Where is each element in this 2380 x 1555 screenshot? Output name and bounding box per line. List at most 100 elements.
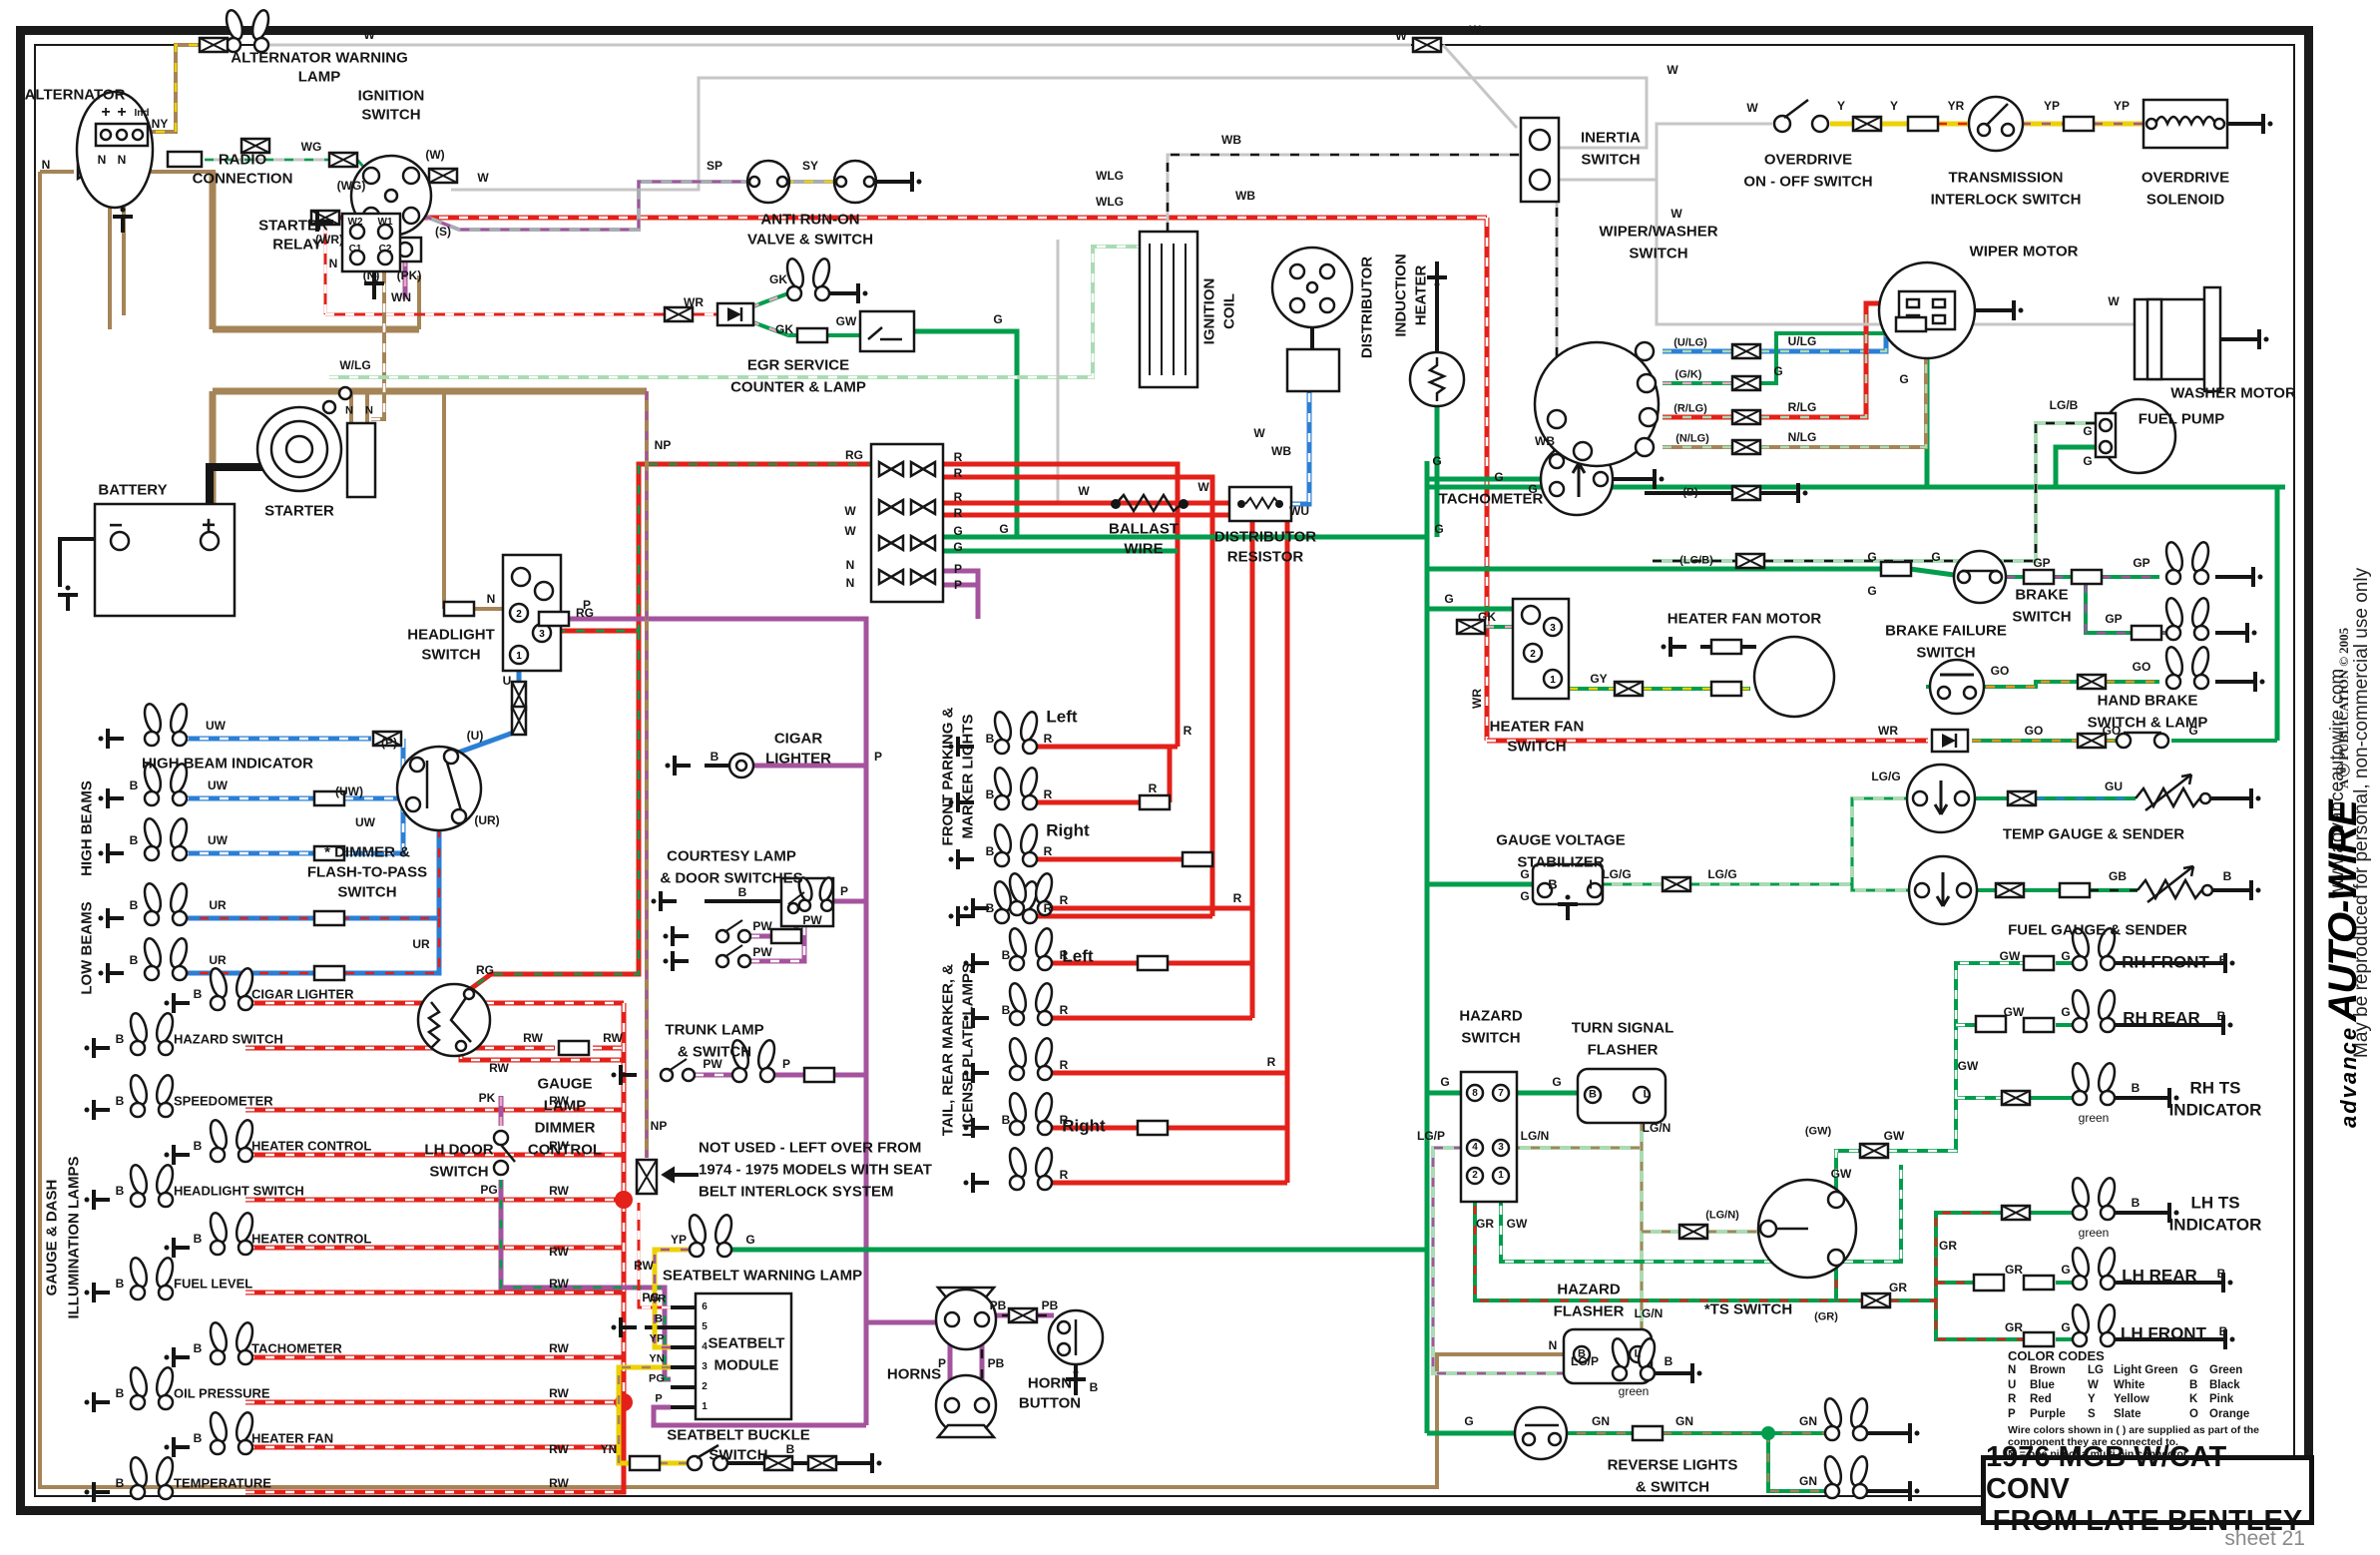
seatbelt-warning-lamp bbox=[685, 1212, 736, 1259]
svg-text:2: 2 bbox=[1530, 649, 1536, 660]
inertia-switch[interactable] bbox=[1411, 36, 1559, 202]
color-code: W bbox=[2088, 1378, 2099, 1391]
svg-text:3: 3 bbox=[539, 629, 545, 640]
color-code: B bbox=[2189, 1378, 2198, 1391]
title-block: 1976 MGB W/CAT CONV FROM LATE BENTLEY bbox=[1981, 1441, 2314, 1537]
color-name: Slate bbox=[2114, 1407, 2142, 1420]
lh-door-switch[interactable] bbox=[494, 1131, 515, 1175]
svg-text:2: 2 bbox=[516, 609, 522, 620]
color-code: S bbox=[2088, 1407, 2096, 1420]
color-name: Blue bbox=[2030, 1378, 2055, 1391]
seatbelt-module bbox=[609, 1294, 792, 1419]
hazard-switch[interactable] bbox=[1461, 1072, 1517, 1202]
wiring-layer bbox=[40, 45, 2285, 1492]
starter-motor bbox=[257, 387, 375, 497]
svg-text:3: 3 bbox=[1550, 623, 1556, 634]
horns bbox=[936, 1288, 996, 1437]
ts-green-lamp bbox=[1608, 1335, 1704, 1385]
color-codes-note: component they are connected to. bbox=[2008, 1436, 2178, 1449]
color-code: U bbox=[2008, 1378, 2017, 1391]
not-used-connector bbox=[637, 1160, 657, 1194]
alternator-symbol bbox=[77, 92, 153, 235]
cigar-lighter-socket[interactable] bbox=[663, 754, 754, 778]
distributor-resistor bbox=[1229, 487, 1291, 521]
heater-fan-switch[interactable]: 3 2 1 bbox=[1455, 599, 1743, 699]
ignition-coil bbox=[1140, 232, 1197, 387]
radio-connection-plug[interactable] bbox=[168, 137, 271, 167]
color-name: Black bbox=[2209, 1378, 2240, 1391]
color-codes-title: COLOR CODES bbox=[2008, 1348, 2105, 1363]
gauge-lamp-dimmer-control[interactable] bbox=[418, 984, 490, 1056]
color-name: Light Green bbox=[2114, 1364, 2178, 1376]
sheet-number: sheet 21 bbox=[2224, 1527, 2305, 1550]
dimmer-flash-to-pass-switch[interactable] bbox=[397, 610, 571, 830]
components-layer: 2 3 1 bbox=[56, 7, 2275, 1504]
seatbelt-buckle-switch bbox=[628, 1445, 884, 1475]
diagram-frame-outer bbox=[16, 26, 2313, 1515]
alternator-warning-lamp bbox=[198, 7, 273, 54]
fuel-gauge bbox=[1909, 856, 2263, 924]
color-name: Yellow bbox=[2114, 1393, 2149, 1405]
courtesy-lamp-door-switches bbox=[649, 874, 836, 973]
brake-switch bbox=[1879, 539, 2265, 645]
color-code: G bbox=[2189, 1364, 2198, 1376]
brake-failure-switch bbox=[1930, 660, 1984, 714]
heater-fan-motor bbox=[1659, 635, 1835, 717]
gauge-voltage-stabilizer bbox=[1533, 864, 1692, 922]
color-code: O bbox=[2189, 1407, 2198, 1420]
color-name: Orange bbox=[2209, 1407, 2250, 1420]
color-code: P bbox=[2008, 1407, 2016, 1420]
trunk-lamp-switch bbox=[609, 1037, 836, 1087]
color-name: Pink bbox=[2209, 1393, 2234, 1405]
rh-lh-lamps bbox=[1974, 925, 2237, 1351]
induction-heater bbox=[1410, 259, 1464, 406]
fuel-pump bbox=[1894, 287, 2271, 391]
color-code: Y bbox=[2088, 1393, 2096, 1405]
auto-wire-logo: advance AUTO-WIRE bbox=[2321, 800, 2366, 1128]
color-code: K bbox=[2189, 1393, 2198, 1405]
starter-relay bbox=[305, 210, 401, 271]
high-beam-lamps bbox=[96, 761, 346, 865]
reverse-lights-switch bbox=[1515, 1395, 1922, 1503]
color-code: LG bbox=[2088, 1364, 2104, 1376]
color-code: R bbox=[2008, 1393, 2017, 1405]
color-name: Red bbox=[2030, 1393, 2052, 1405]
turn-signal-flasher bbox=[1578, 1069, 1666, 1123]
wiper-motor bbox=[1879, 262, 2026, 358]
temp-gauge bbox=[1907, 765, 2263, 832]
logo-autowire-text: AUTO-WIRE bbox=[2321, 800, 2365, 1022]
egr-service-counter-lamp bbox=[663, 256, 914, 351]
title-line2: FROM LATE BENTLEY bbox=[1992, 1504, 2303, 1537]
high-beam-indicator-lamp bbox=[96, 701, 403, 751]
color-code: N bbox=[2008, 1364, 2017, 1376]
hazard-flasher bbox=[1564, 1329, 1652, 1383]
color-name: Brown bbox=[2030, 1364, 2066, 1376]
overdrive-on-off-switch[interactable] bbox=[1774, 100, 1940, 132]
overdrive-solenoid bbox=[2143, 100, 2275, 148]
battery bbox=[56, 504, 235, 616]
svg-text:1: 1 bbox=[516, 651, 522, 662]
color-name: White bbox=[2114, 1378, 2145, 1391]
front-parking-marker-lights bbox=[946, 709, 1214, 928]
ts-switch[interactable] bbox=[1677, 1142, 1892, 1309]
washer-motor bbox=[2096, 399, 2175, 473]
side-publication: A ⓐ PUBLICATION © 2005 bbox=[2336, 627, 2351, 788]
horn-button[interactable] bbox=[1007, 1306, 1103, 1397]
main-harness-connector bbox=[871, 444, 943, 602]
svg-text:1: 1 bbox=[1550, 675, 1556, 686]
wiper-washer-switch[interactable] bbox=[1535, 342, 1810, 570]
color-name: Purple bbox=[2030, 1407, 2066, 1420]
distributor bbox=[1272, 248, 1352, 391]
color-name: Green bbox=[2209, 1364, 2243, 1376]
low-beam-lamps bbox=[96, 880, 346, 985]
transmission-interlock-switch[interactable] bbox=[1969, 97, 2096, 151]
ballast-wire bbox=[1111, 495, 1189, 511]
tail-rear-marker-license-lamps bbox=[961, 870, 1170, 1195]
color-codes-note: Wire colors shown in ( ) are supplied as… bbox=[2008, 1424, 2259, 1436]
title-line1: 1976 MGB W/CAT CONV bbox=[1986, 1441, 2227, 1506]
anti-run-on-valve-switch bbox=[747, 161, 924, 203]
hand-brake-switch-lamp bbox=[1930, 644, 2267, 754]
